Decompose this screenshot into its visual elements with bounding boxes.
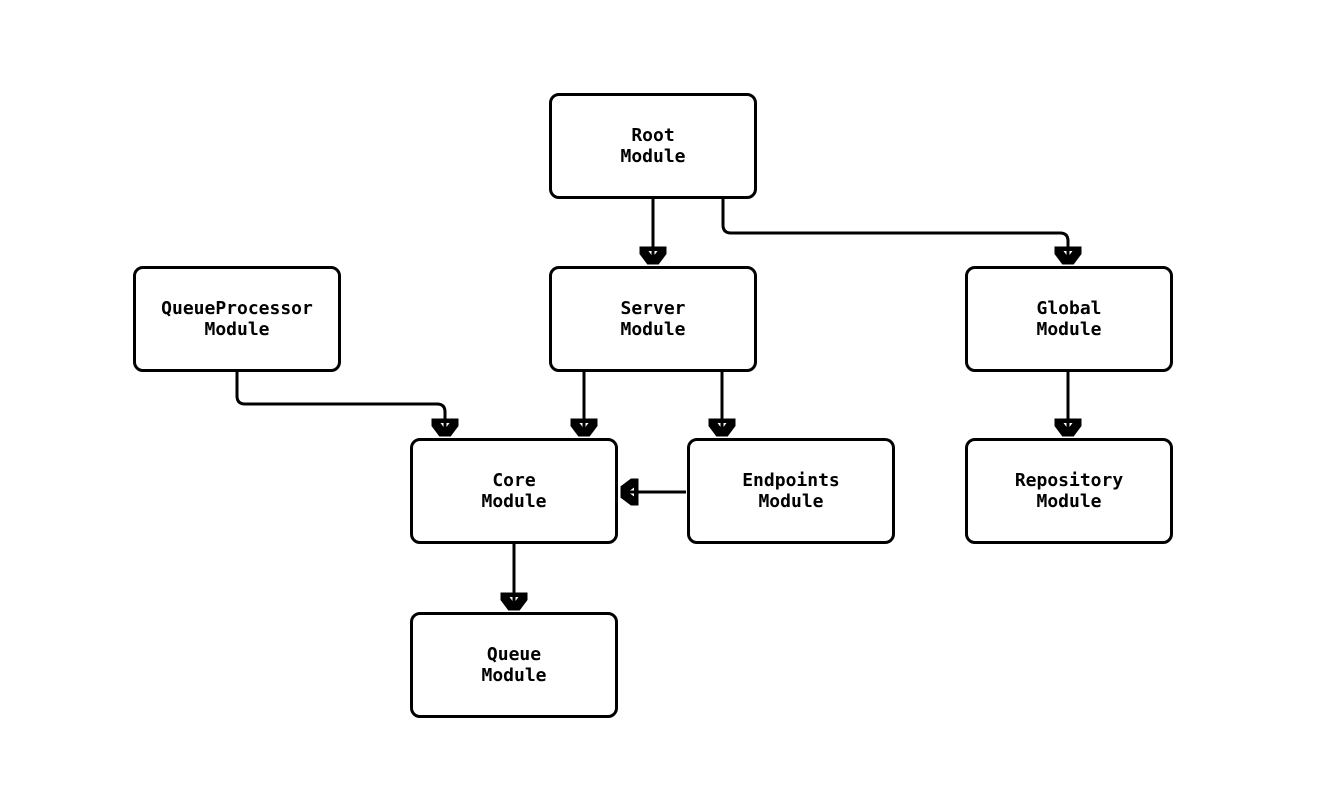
node-core-module-label: Core Module (481, 470, 547, 512)
node-queue-module-label: Queue Module (481, 644, 547, 686)
node-queueprocessor-module: QueueProcessor Module (133, 266, 341, 372)
node-repository-module-label: Repository Module (1014, 470, 1124, 512)
node-repository-module: Repository Module (965, 438, 1173, 544)
node-endpoints-module: Endpoints Module (687, 438, 895, 544)
node-server-module: Server Module (549, 266, 757, 372)
node-root-module: Root Module (549, 93, 757, 199)
node-queue-module: Queue Module (410, 612, 618, 718)
node-global-module-label: Global Module (1036, 298, 1102, 340)
node-endpoints-module-label: Endpoints Module (742, 470, 840, 512)
edge-root-to-global (721, 199, 1068, 263)
node-queueprocessor-module-label: QueueProcessor Module (161, 298, 313, 340)
node-global-module: Global Module (965, 266, 1173, 372)
node-server-module-label: Server Module (620, 298, 686, 340)
node-core-module: Core Module (410, 438, 618, 544)
node-root-module-label: Root Module (620, 125, 686, 167)
edge-queueprocessor-to-core (235, 371, 445, 435)
